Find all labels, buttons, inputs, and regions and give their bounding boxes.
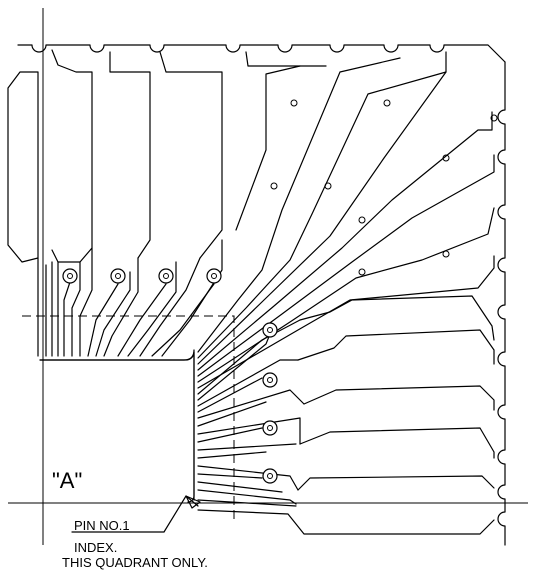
top-traces xyxy=(37,65,301,357)
via-pad xyxy=(262,468,278,484)
trace-t11 xyxy=(117,283,167,357)
lt-3 xyxy=(197,359,299,407)
lt-11 xyxy=(197,465,299,491)
via-pad xyxy=(206,268,222,284)
pin1-triangle xyxy=(185,495,201,509)
package-body-edge xyxy=(39,349,195,501)
lt-12 xyxy=(197,473,263,479)
trace-t8 xyxy=(87,283,119,357)
pin1-label-line1: PIN NO.1 xyxy=(74,518,130,533)
diag-1 xyxy=(197,57,401,353)
drill-hole xyxy=(270,182,278,190)
drill-holes xyxy=(270,99,498,276)
via-pad xyxy=(110,268,126,284)
trace-t13 xyxy=(139,257,201,357)
lower-traces xyxy=(197,319,305,507)
via-pad xyxy=(262,420,278,436)
lt-5 xyxy=(197,389,305,419)
trace-t16 xyxy=(235,65,301,231)
lt-1 xyxy=(197,319,301,395)
reference-axes xyxy=(8,8,528,545)
via-pad xyxy=(62,268,78,284)
trace-t12 xyxy=(127,261,177,357)
drill-hole xyxy=(490,114,498,122)
right-scalloped-edge xyxy=(497,61,506,546)
pin1-label-line3: THIS QUADRANT ONLY. xyxy=(62,555,208,570)
drill-hole xyxy=(324,182,332,190)
diagonal-traces xyxy=(197,51,495,389)
via-pad xyxy=(262,372,278,388)
board-outline xyxy=(17,44,506,546)
detail-label: "A" xyxy=(52,468,82,493)
detail-region-dashed xyxy=(22,315,235,520)
right-pads xyxy=(197,295,495,535)
right-pad-4 xyxy=(299,427,495,459)
pin1-index-marker xyxy=(71,495,201,533)
top-pads xyxy=(7,49,327,263)
pin1-leader-line xyxy=(71,495,199,533)
lt-4 xyxy=(197,377,263,413)
lt-8 xyxy=(197,427,263,443)
right-pad-2 xyxy=(297,329,495,365)
diag-3 xyxy=(197,71,447,365)
top-pad-3 xyxy=(109,51,151,259)
right-pad-1 xyxy=(299,295,495,341)
dashed-region-top xyxy=(22,315,235,520)
top-pad-4 xyxy=(159,51,223,259)
drill-hole xyxy=(290,99,298,107)
lt-10 xyxy=(197,451,267,459)
trace-t5 xyxy=(63,281,71,357)
lt-15 xyxy=(197,499,297,507)
right-pad-3 xyxy=(303,385,495,411)
diag-2 xyxy=(197,51,447,359)
via-pads xyxy=(62,268,278,484)
drill-hole xyxy=(358,268,366,276)
diag-4 xyxy=(197,111,493,371)
pin1-label-line2: INDEX. xyxy=(74,540,117,555)
top-pad-2 xyxy=(51,49,93,263)
via-pad xyxy=(158,268,174,284)
drill-hole xyxy=(358,216,366,224)
drill-hole xyxy=(383,99,391,107)
diag-5 xyxy=(197,154,495,377)
right-pad-5 xyxy=(297,475,495,491)
trace-t7 xyxy=(79,247,93,357)
drill-hole xyxy=(442,154,450,162)
via-pad xyxy=(262,322,278,338)
top-pad-5 xyxy=(245,51,327,67)
lt-9 xyxy=(197,443,297,451)
trace-t15 xyxy=(161,239,223,357)
lt-7 xyxy=(197,417,301,445)
lt-6 xyxy=(197,401,267,427)
top-pad-1 xyxy=(7,71,39,263)
drill-hole xyxy=(442,250,450,258)
lt-13 xyxy=(197,481,283,493)
trace-t9 xyxy=(95,271,131,357)
diag-7 xyxy=(197,255,495,389)
trace-t10 xyxy=(103,257,139,357)
lt-14 xyxy=(197,489,297,505)
trace-t6 xyxy=(71,261,81,357)
right-pad-6 xyxy=(197,509,495,535)
top-scalloped-edge xyxy=(17,44,506,63)
